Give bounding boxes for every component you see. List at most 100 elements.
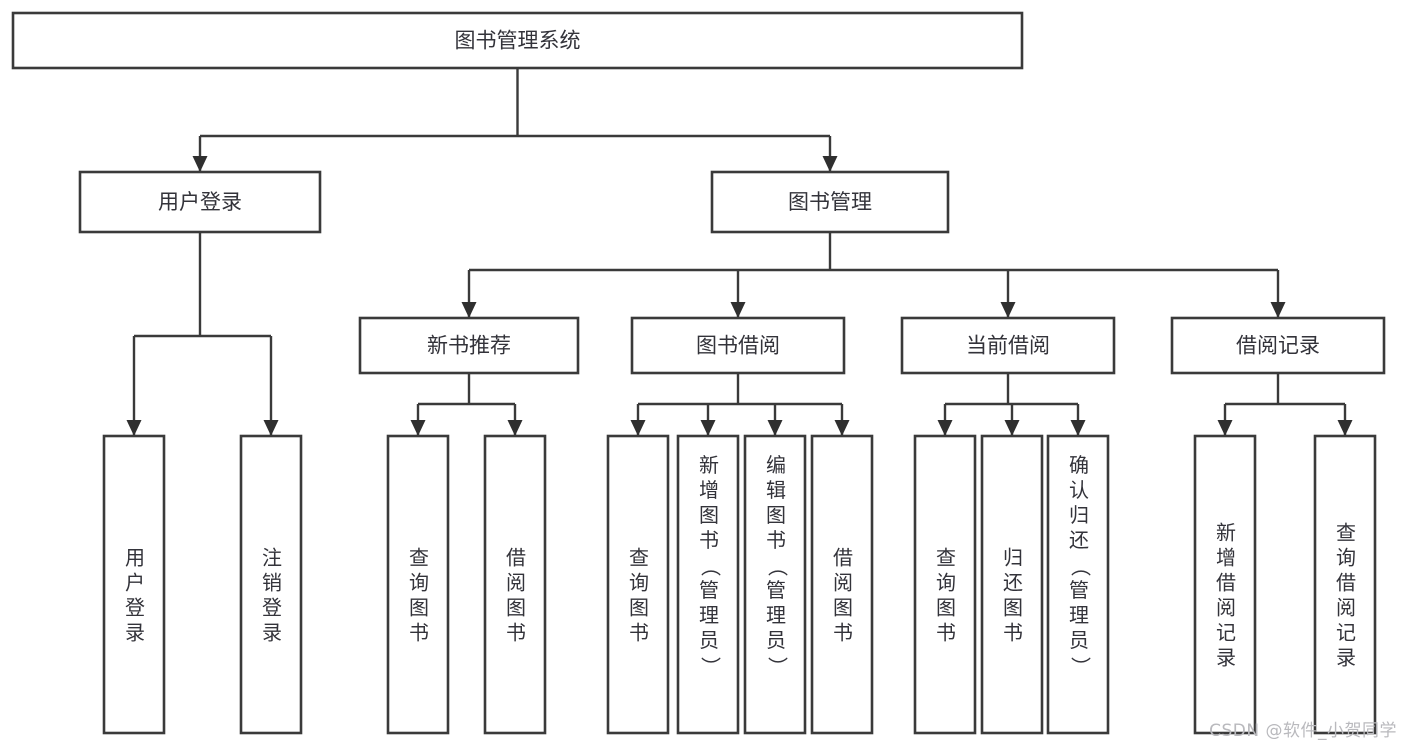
- node-label-char: 还: [1069, 528, 1089, 552]
- node-level2-当前借阅[interactable]: 当前借阅: [900, 316, 1116, 375]
- node-box: [78, 170, 322, 234]
- edge-group-图书借阅: [630, 373, 850, 436]
- node-label-char: （: [766, 557, 790, 577]
- node-box: [630, 316, 846, 375]
- node-label-char: 图: [766, 503, 786, 527]
- node-label-char: 图: [699, 503, 719, 527]
- node-box: [913, 434, 977, 735]
- node-label-char: 书: [1003, 621, 1023, 645]
- node-label-char: 新: [699, 453, 719, 477]
- node-level1-图书管理[interactable]: 图书管理: [710, 170, 950, 234]
- node-label-char: ）: [766, 657, 790, 677]
- node-label-char: 员: [1069, 628, 1089, 652]
- node-label-char: 录: [1216, 646, 1236, 670]
- arrow-head: [937, 420, 953, 436]
- node-level2-借阅记录[interactable]: 借阅记录: [1170, 316, 1386, 375]
- node-label-char: 录: [262, 621, 282, 645]
- arrow-head: [461, 302, 477, 318]
- node-label-char: 查: [1336, 521, 1356, 545]
- arrow-head: [126, 420, 142, 436]
- node-label-char: 询: [1336, 546, 1356, 570]
- node-label-char: 图: [833, 596, 853, 620]
- node-box: [606, 434, 670, 735]
- arrow-head: [822, 156, 838, 172]
- node-layer: 图书管理系统用户登录图书管理新书推荐图书借阅当前借阅借阅记录用户登录注销登录查询…: [11, 11, 1386, 735]
- node-label-char: 图: [629, 596, 649, 620]
- node-label-char: 图: [1003, 596, 1023, 620]
- node-box: [102, 434, 166, 735]
- node-label-char: （: [1069, 557, 1093, 577]
- node-leaf-用户登录[interactable]: 用户登录: [102, 434, 166, 735]
- edge-group-当前借阅: [937, 373, 1086, 436]
- node-box: [11, 11, 1024, 70]
- node-box: [810, 434, 874, 735]
- node-label-char: 理: [766, 603, 786, 627]
- node-label-char: 登: [262, 596, 282, 620]
- arrow-head: [767, 420, 783, 436]
- node-level2-图书借阅[interactable]: 图书借阅: [630, 316, 846, 375]
- node-label-char: 理: [699, 603, 719, 627]
- node-label-char: 注: [262, 546, 282, 570]
- edge-group-新书推荐: [410, 373, 523, 436]
- node-label-char: 确: [1069, 453, 1089, 477]
- node-level2-新书推荐[interactable]: 新书推荐: [358, 316, 580, 375]
- node-label-char: 查: [409, 546, 429, 570]
- node-label-char: 阅: [506, 571, 526, 595]
- node-label-char: 图: [936, 596, 956, 620]
- node-label-char: 录: [125, 621, 145, 645]
- edge-group-借阅记录: [1217, 373, 1353, 436]
- node-label-char: 书: [409, 621, 429, 645]
- node-label: 图书借阅: [696, 334, 780, 358]
- node-label-char: 阅: [833, 571, 853, 595]
- connector-layer: [126, 68, 1353, 436]
- node-label-char: 增: [699, 478, 719, 502]
- node-label: 借阅记录: [1236, 334, 1320, 358]
- node-level1-用户登录[interactable]: 用户登录: [78, 170, 322, 234]
- node-label-char: 借: [506, 546, 526, 570]
- node-label-char: （: [699, 557, 723, 577]
- node-label-char: 管: [1069, 578, 1089, 602]
- node-box: [1193, 434, 1257, 735]
- node-label-char: 新: [1216, 521, 1236, 545]
- arrow-head: [1337, 420, 1353, 436]
- arrow-head: [1070, 420, 1086, 436]
- node-box: [980, 434, 1044, 735]
- node-label-char: 记: [1336, 621, 1356, 645]
- node-label-char: 户: [125, 571, 145, 595]
- node-label-char: 归: [1069, 503, 1089, 527]
- watermark-label: CSDN @软件_小贺同学: [1209, 721, 1397, 741]
- edge-group-图书管理: [461, 232, 1286, 318]
- node-label-char: 辑: [766, 478, 786, 502]
- node-label-char: 询: [409, 571, 429, 595]
- node-label-char: 询: [629, 571, 649, 595]
- node-label-char: 书: [629, 621, 649, 645]
- node-label-char: 归: [1003, 546, 1023, 570]
- node-label-char: 书: [506, 621, 526, 645]
- node-label: 用户登录: [158, 190, 242, 214]
- node-label-char: 增: [1216, 546, 1236, 570]
- node-label-char: 查: [936, 546, 956, 570]
- node-label-char: 编: [766, 453, 786, 477]
- node-label: 新书推荐: [427, 334, 511, 358]
- node-label-char: 理: [1069, 603, 1089, 627]
- node-label-char: 阅: [1336, 596, 1356, 620]
- arrow-head: [507, 420, 523, 436]
- node-label-char: 查: [629, 546, 649, 570]
- node-label-char: 借: [1216, 571, 1236, 595]
- arrow-head: [630, 420, 646, 436]
- node-box: [900, 316, 1116, 375]
- arrow-head: [263, 420, 279, 436]
- node-root-图书管理系统[interactable]: 图书管理系统: [11, 11, 1024, 70]
